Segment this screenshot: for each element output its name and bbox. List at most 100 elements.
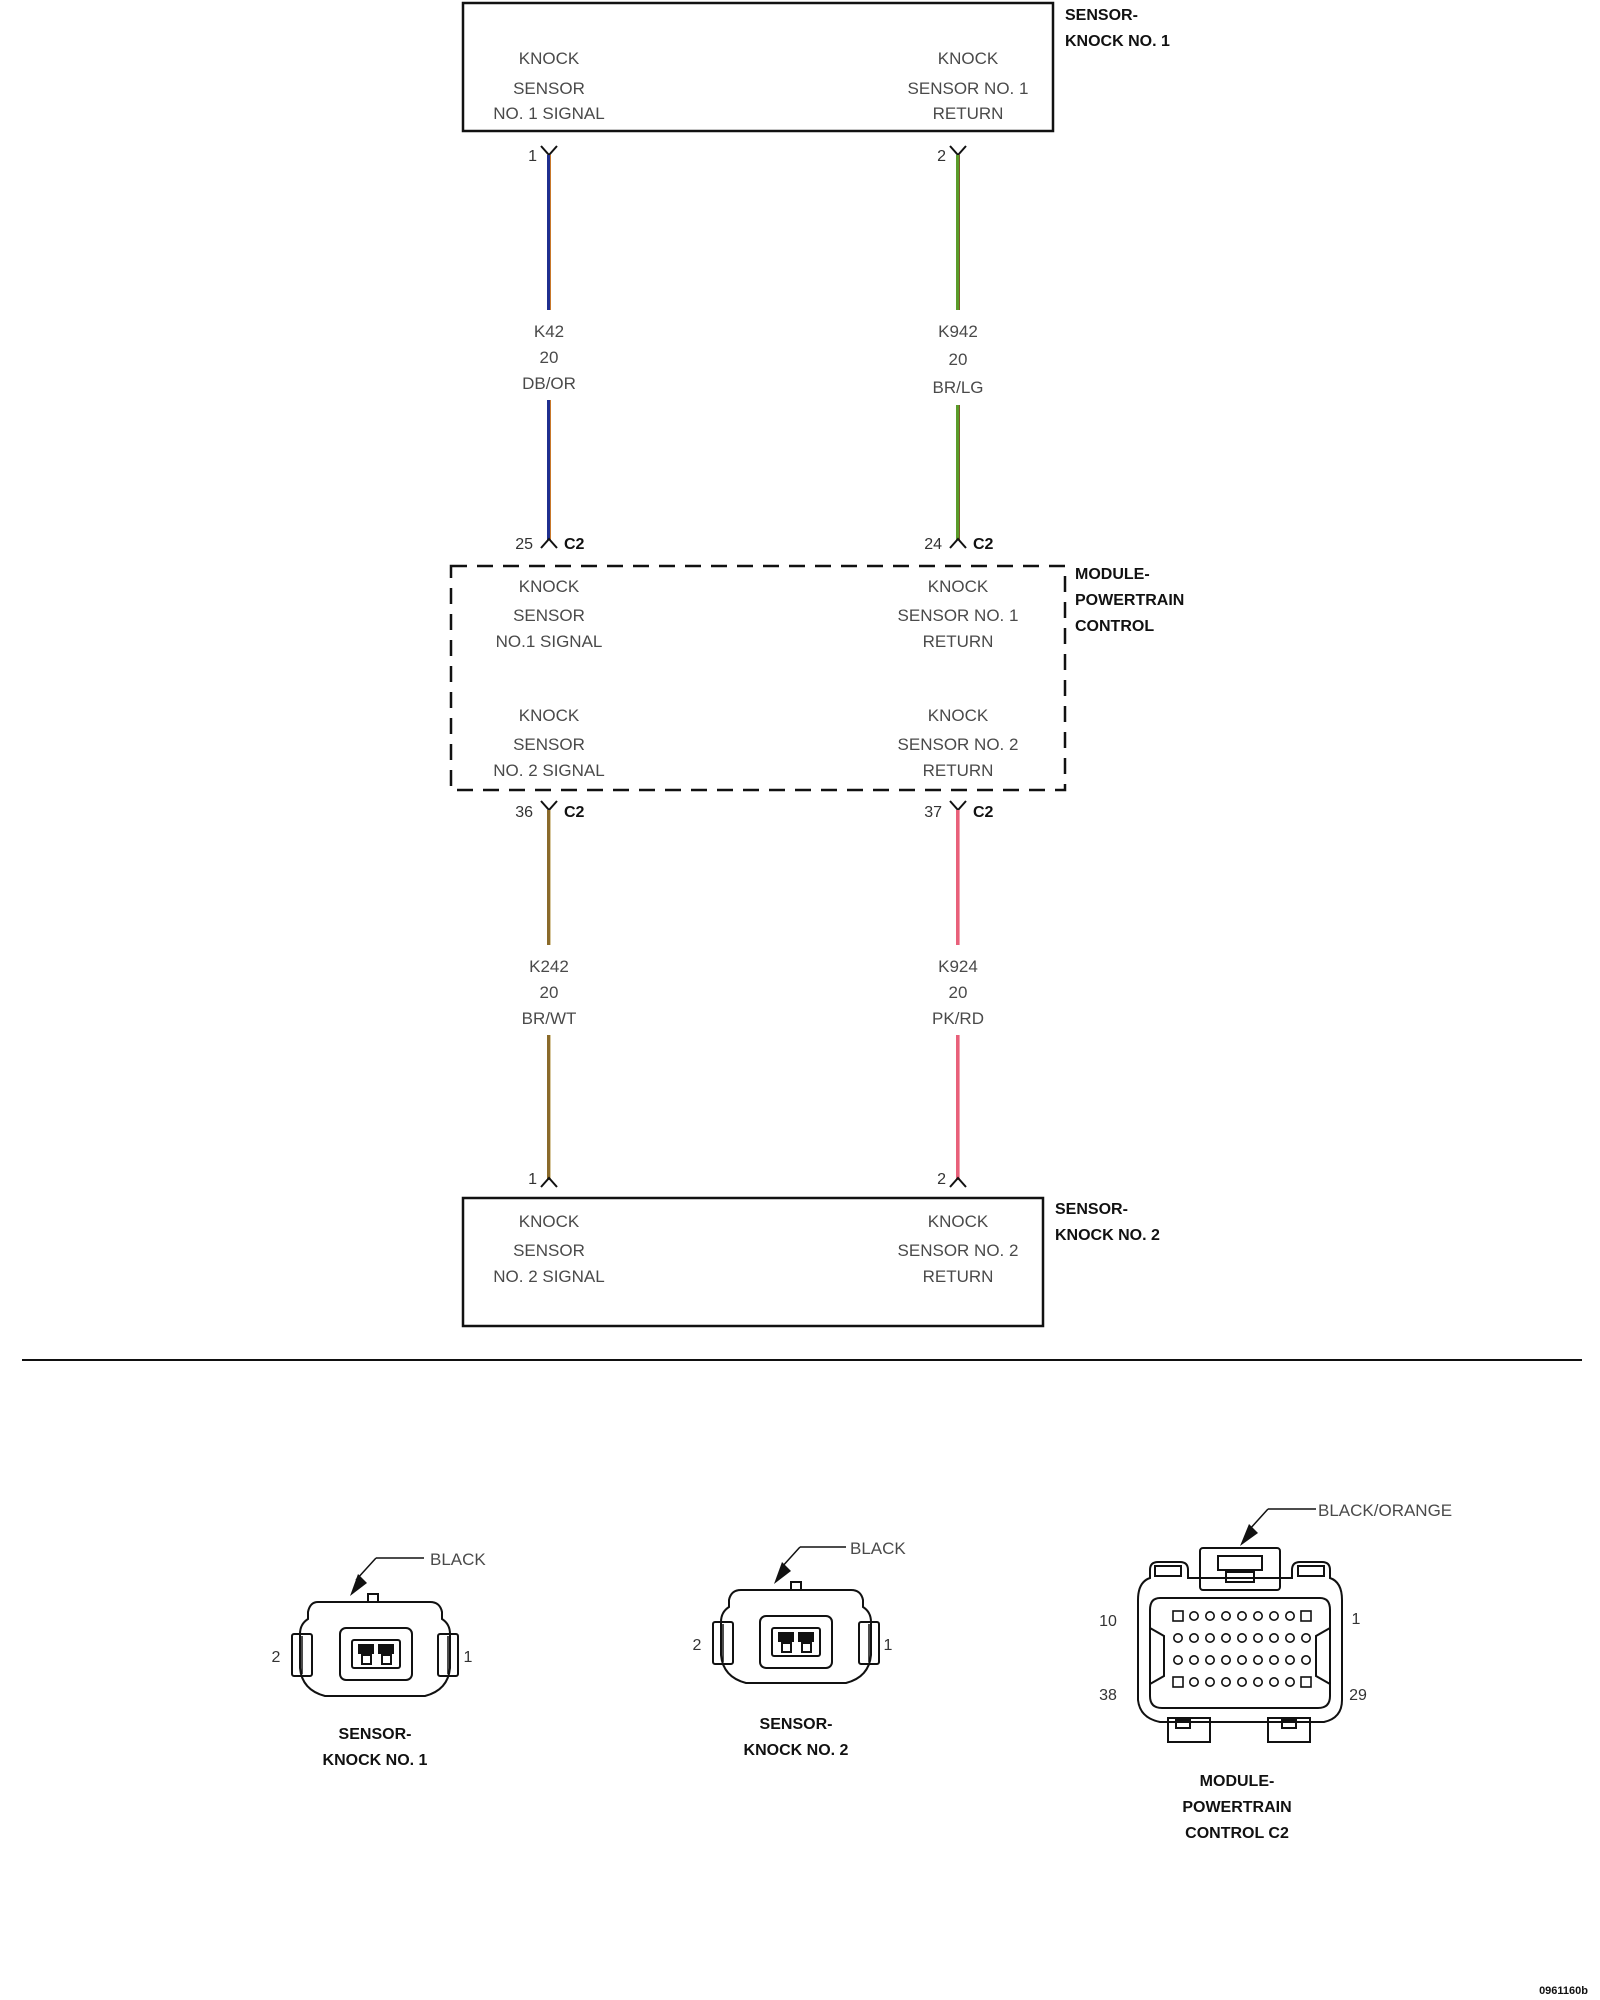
knock2-color-label: BLACK	[850, 1539, 906, 1558]
pcm-s1-signal-line2: SENSOR	[513, 606, 585, 625]
pcmc2-pin-bottom-left: 38	[1099, 1687, 1117, 1704]
pcmc2-cavity	[1253, 1655, 1264, 1666]
knock1-pin-right: 1	[464, 1649, 473, 1666]
wire-k242-gauge: 20	[540, 983, 559, 1002]
pcmc2-cavity	[1237, 1633, 1248, 1644]
pcmc2-ear-left	[1154, 1565, 1182, 1577]
wire-k42: K42 20 DB/OR	[522, 155, 576, 540]
knock2-housing	[720, 1589, 872, 1684]
pcm-s2-return-line1: KNOCK	[928, 706, 989, 725]
knock2-top-nub	[790, 1581, 802, 1591]
pcmc2-cavity-square	[1300, 1610, 1312, 1622]
pcmc2-cavity	[1253, 1611, 1264, 1622]
wire-k924: K924 20 PK/RD	[932, 810, 984, 1180]
pcmc2-foot-left-slot	[1175, 1719, 1191, 1729]
pcmc2-title-line2: POWERTRAIN	[1182, 1799, 1291, 1816]
pcmc2-cavity	[1285, 1633, 1296, 1644]
pcm-pin-k42: 25	[515, 536, 533, 553]
connector-knock-1-view: BLACK 2 1 SENSOR- KNOCK NO. 1	[272, 1550, 487, 1769]
pcm-s1-return-line2: SENSOR NO. 1	[898, 606, 1019, 625]
sensor-knock-2-component: KNOCK SENSOR NO. 2 SIGNAL KNOCK SENSOR N…	[461, 1196, 1160, 1328]
pcmc2-title-line1: MODULE-	[1200, 1773, 1275, 1790]
knock1-pin-left: 2	[272, 1649, 281, 1666]
sensor2-title-line1: SENSOR-	[1055, 1201, 1128, 1218]
pcmc2-latch-frame	[1199, 1547, 1281, 1591]
pcm-pin-k924: 37	[924, 804, 942, 821]
figure-id: 0961160b	[1539, 1985, 1588, 1997]
knock1-top-nub	[367, 1593, 379, 1603]
knock1-housing	[299, 1601, 451, 1697]
pcm-pin36-connector-mark	[540, 800, 558, 812]
knock2-terminal-block	[771, 1627, 821, 1657]
pcmc2-cavity-square	[1172, 1676, 1184, 1688]
pcmc2-cavity	[1205, 1633, 1216, 1644]
sensor1-title-line2: KNOCK NO. 1	[1065, 33, 1170, 50]
knock1-title-line1: SENSOR-	[339, 1726, 412, 1743]
wire-k242: K242 20 BR/WT	[522, 810, 577, 1180]
pcmc2-cavity	[1221, 1677, 1232, 1688]
knock2-terminal-left-foot	[781, 1642, 792, 1653]
pcmc2-cavity	[1173, 1633, 1184, 1644]
sensor2-signal-line3: NO. 2 SIGNAL	[493, 1267, 604, 1286]
pcmc2-title-line3: CONTROL C2	[1185, 1825, 1289, 1842]
sensor1-pin1-connector-mark	[540, 145, 558, 157]
wire-k42-color: DB/OR	[522, 374, 576, 393]
pcmc2-cavity-square	[1172, 1610, 1184, 1622]
pcmc2-ear-right	[1297, 1565, 1325, 1577]
sensor1-return-line3: RETURN	[933, 104, 1004, 123]
wire-k242-circuit: K242	[529, 957, 569, 976]
pcmc2-cavity	[1269, 1655, 1280, 1666]
pcmc2-cavity	[1189, 1655, 1200, 1666]
wire-k924-color: PK/RD	[932, 1009, 984, 1028]
pcmc2-cavity	[1205, 1677, 1216, 1688]
pcmc2-cavity	[1237, 1655, 1248, 1666]
pcmc2-pin-cavities	[1172, 1610, 1312, 1688]
pcm-pin37-connector-mark	[949, 800, 967, 812]
pcm-s2-signal-line2: SENSOR	[513, 735, 585, 754]
pcm-connector-c2-c: C2	[564, 804, 585, 821]
wire-k242-color: BR/WT	[522, 1009, 577, 1028]
pcmc2-foot-left	[1167, 1717, 1211, 1743]
pcmc2-callout-leader-diag	[1248, 1508, 1269, 1531]
pcmc2-pin-bottom-right: 29	[1349, 1687, 1367, 1704]
knock2-terminal-left	[778, 1632, 794, 1642]
pcmc2-pin-top-left: 10	[1099, 1613, 1117, 1630]
knock1-color-label: BLACK	[430, 1550, 486, 1569]
knock2-pin-left: 2	[693, 1637, 702, 1654]
pcmc2-foot-right-slot	[1281, 1719, 1297, 1729]
wire-k924-gauge: 20	[949, 983, 968, 1002]
pcmc2-inner-outline	[1149, 1597, 1331, 1709]
sensor1-signal-line3: NO. 1 SIGNAL	[493, 104, 604, 123]
sensor2-return-line2: SENSOR NO. 2	[898, 1241, 1019, 1260]
pcm-connector-c2-a: C2	[564, 536, 585, 553]
wire-k42-circuit: K42	[534, 322, 564, 341]
sensor1-pin-return: 2	[937, 148, 946, 165]
pcm-title-line2: POWERTRAIN	[1075, 592, 1184, 609]
sensor2-return-line1: KNOCK	[928, 1212, 989, 1231]
pcmc2-cavity	[1221, 1655, 1232, 1666]
pcm-title-line1: MODULE-	[1075, 566, 1150, 583]
knock2-terminal-right	[798, 1632, 814, 1642]
pcm-pin24-connector-mark	[949, 537, 967, 549]
sensor1-return-line1: KNOCK	[938, 49, 999, 68]
pcm-s1-signal-line3: NO.1 SIGNAL	[496, 632, 603, 651]
sensor-knock-2-box	[461, 1196, 1045, 1328]
pcmc2-color-label: BLACK/ORANGE	[1318, 1501, 1452, 1520]
knock1-left-tab	[291, 1633, 313, 1677]
pcmc2-cavity	[1285, 1655, 1296, 1666]
pcm-pin25-connector-mark	[540, 537, 558, 549]
wire-k42-gauge: 20	[540, 348, 559, 367]
knock1-title-line2: KNOCK NO. 1	[323, 1752, 428, 1769]
pcmc2-cavity	[1301, 1633, 1312, 1644]
pcmc2-cavity-square	[1300, 1676, 1312, 1688]
pcmc2-cavity	[1285, 1611, 1296, 1622]
sensor1-pin-signal: 1	[528, 148, 537, 165]
sensor1-return-line2: SENSOR NO. 1	[908, 79, 1029, 98]
pcmc2-cavity	[1301, 1655, 1312, 1666]
pcm-s2-signal-line3: NO. 2 SIGNAL	[493, 761, 604, 780]
connector-knock-2-view: BLACK 2 1 SENSOR- KNOCK NO. 2	[693, 1539, 907, 1759]
knock1-terminal-left	[358, 1644, 374, 1654]
pcm-connector-c2-d: C2	[973, 804, 994, 821]
sensor1-signal-line2: SENSOR	[513, 79, 585, 98]
